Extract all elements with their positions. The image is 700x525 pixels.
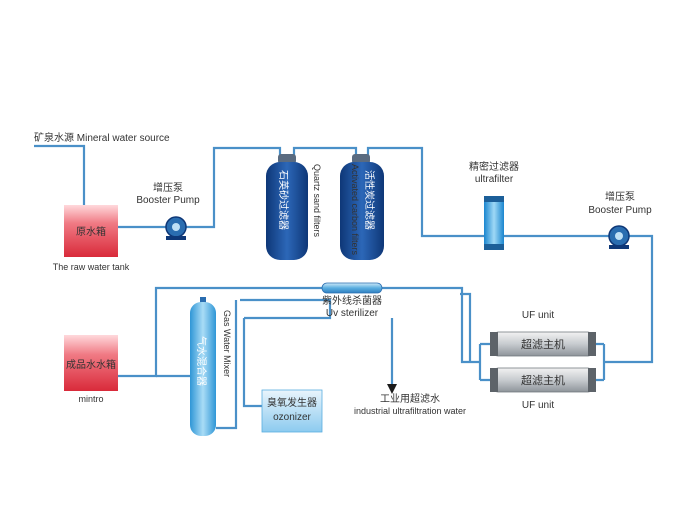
booster-pump-1-label-en: Booster Pump xyxy=(136,195,200,206)
uv-label-en: Uv sterilizer xyxy=(326,308,379,319)
uf-unit-bottom-label: UF unit xyxy=(522,400,554,411)
mixer-top-cap xyxy=(200,297,206,303)
pump-base xyxy=(609,245,629,249)
ultrafilter-cap-top xyxy=(484,196,504,202)
uf-main-2-label: 超滤主机 xyxy=(521,373,565,387)
pump-impeller-icon xyxy=(172,223,180,231)
mixer-label-cn: 气水混合器 xyxy=(195,336,208,386)
pipe-filter2-out xyxy=(366,146,486,238)
booster-pump-2: 增压泵 Booster Pump xyxy=(588,190,652,249)
uf-main-2-cap-right xyxy=(588,368,596,392)
uf-main-1-cap-left xyxy=(490,332,498,356)
pipe-mixer-to-uv xyxy=(240,298,332,320)
raw-water-tank: 原水箱 The raw water tank xyxy=(53,205,130,272)
quartz-sand-filter: 石英砂过滤器 Quartz sand filters xyxy=(266,154,322,260)
filter-1-label-cn: 石英砂过滤器 xyxy=(277,170,290,230)
pump-base xyxy=(166,236,186,240)
booster-pump-2-label-en: Booster Pump xyxy=(588,205,652,216)
filter-1-head xyxy=(278,154,296,164)
ozonizer: 臭氧发生器 ozonizer xyxy=(261,389,323,433)
raw-tank-label-en: The raw water tank xyxy=(53,262,130,272)
pipe-uv-to-left xyxy=(118,286,322,378)
source-label: 矿泉水源 Mineral water source xyxy=(34,131,170,144)
uf-main-2-cap-left xyxy=(490,368,498,392)
ozonizer-body xyxy=(261,389,323,433)
booster-pump-1-label-cn: 增压泵 xyxy=(153,181,183,194)
filter-1-body xyxy=(266,162,308,260)
pump-impeller-icon xyxy=(615,232,623,240)
ultrafilter-body xyxy=(484,202,504,244)
product-tank-body xyxy=(64,335,118,391)
ultrafilter-label-en: ultrafilter xyxy=(475,174,514,185)
pipe-pump2-to-uf xyxy=(604,234,654,364)
uf-main-1-cap-right xyxy=(588,332,596,356)
filter-2-head xyxy=(352,154,370,164)
gas-water-mixer: 气水混合器 Gas Water Mixer xyxy=(190,297,232,436)
filter-2-body xyxy=(340,162,384,260)
filter-1-label-en: Quartz sand filters xyxy=(312,164,322,238)
raw-tank-label-cn: 原水箱 xyxy=(76,225,106,238)
uf-unit-top-label: UF unit xyxy=(522,310,554,321)
mixer-body xyxy=(190,302,216,436)
uf-main-1-label: 超滤主机 xyxy=(521,337,565,351)
booster-pump-2-label-cn: 增压泵 xyxy=(605,190,635,203)
uv-sterilizer: 紫外线杀菌器 Uv sterilizer xyxy=(321,282,383,319)
ozonizer-label-en: ozonizer xyxy=(273,412,311,423)
filter-2-label-cn: 活性炭过滤器 xyxy=(363,170,376,230)
pipe-uf-to-uv-b xyxy=(460,292,472,362)
raw-tank-body xyxy=(64,205,118,257)
product-tank-label-cn: 成品水水箱 xyxy=(66,358,116,371)
pipe-source xyxy=(34,144,86,205)
ultrafilter-cap-bottom xyxy=(484,244,504,250)
pipe-filter1-to-filter2 xyxy=(292,146,358,158)
booster-pump-1: 增压泵 Booster Pump xyxy=(136,181,200,240)
industrial-label-cn: 工业用超滤水 xyxy=(380,392,440,405)
activated-carbon-filter: 活性炭过滤器 Activated carbon filters xyxy=(340,154,384,260)
ultrafilter: 精密过滤器 ultrafilter xyxy=(469,160,519,250)
product-tank-label-en: mintro xyxy=(78,394,103,404)
product-water-tank: 成品水水箱 mintro xyxy=(64,335,118,404)
ultrafilter-label-cn: 精密过滤器 xyxy=(469,160,519,173)
industrial-label-en: industrial ultrafiltration water xyxy=(354,406,466,416)
ozonizer-label-cn: 臭氧发生器 xyxy=(267,396,317,409)
pipe-network xyxy=(34,144,654,430)
pipe-mixer-to-ozonizer xyxy=(216,300,266,430)
uv-sterilizer-body xyxy=(321,282,383,294)
mixer-label-en: Gas Water Mixer xyxy=(222,310,232,377)
filter-2-label-en: Activated carbon filters xyxy=(350,164,360,256)
uv-label-cn: 紫外线杀菌器 xyxy=(322,294,382,307)
pipe-uf-to-uv xyxy=(382,286,480,364)
flow-arrow-icon xyxy=(387,384,397,394)
uf-units: UF unit 超滤主机 超滤主机 UF unit xyxy=(490,310,596,411)
pipe-pump1-to-filter1 xyxy=(186,146,282,229)
